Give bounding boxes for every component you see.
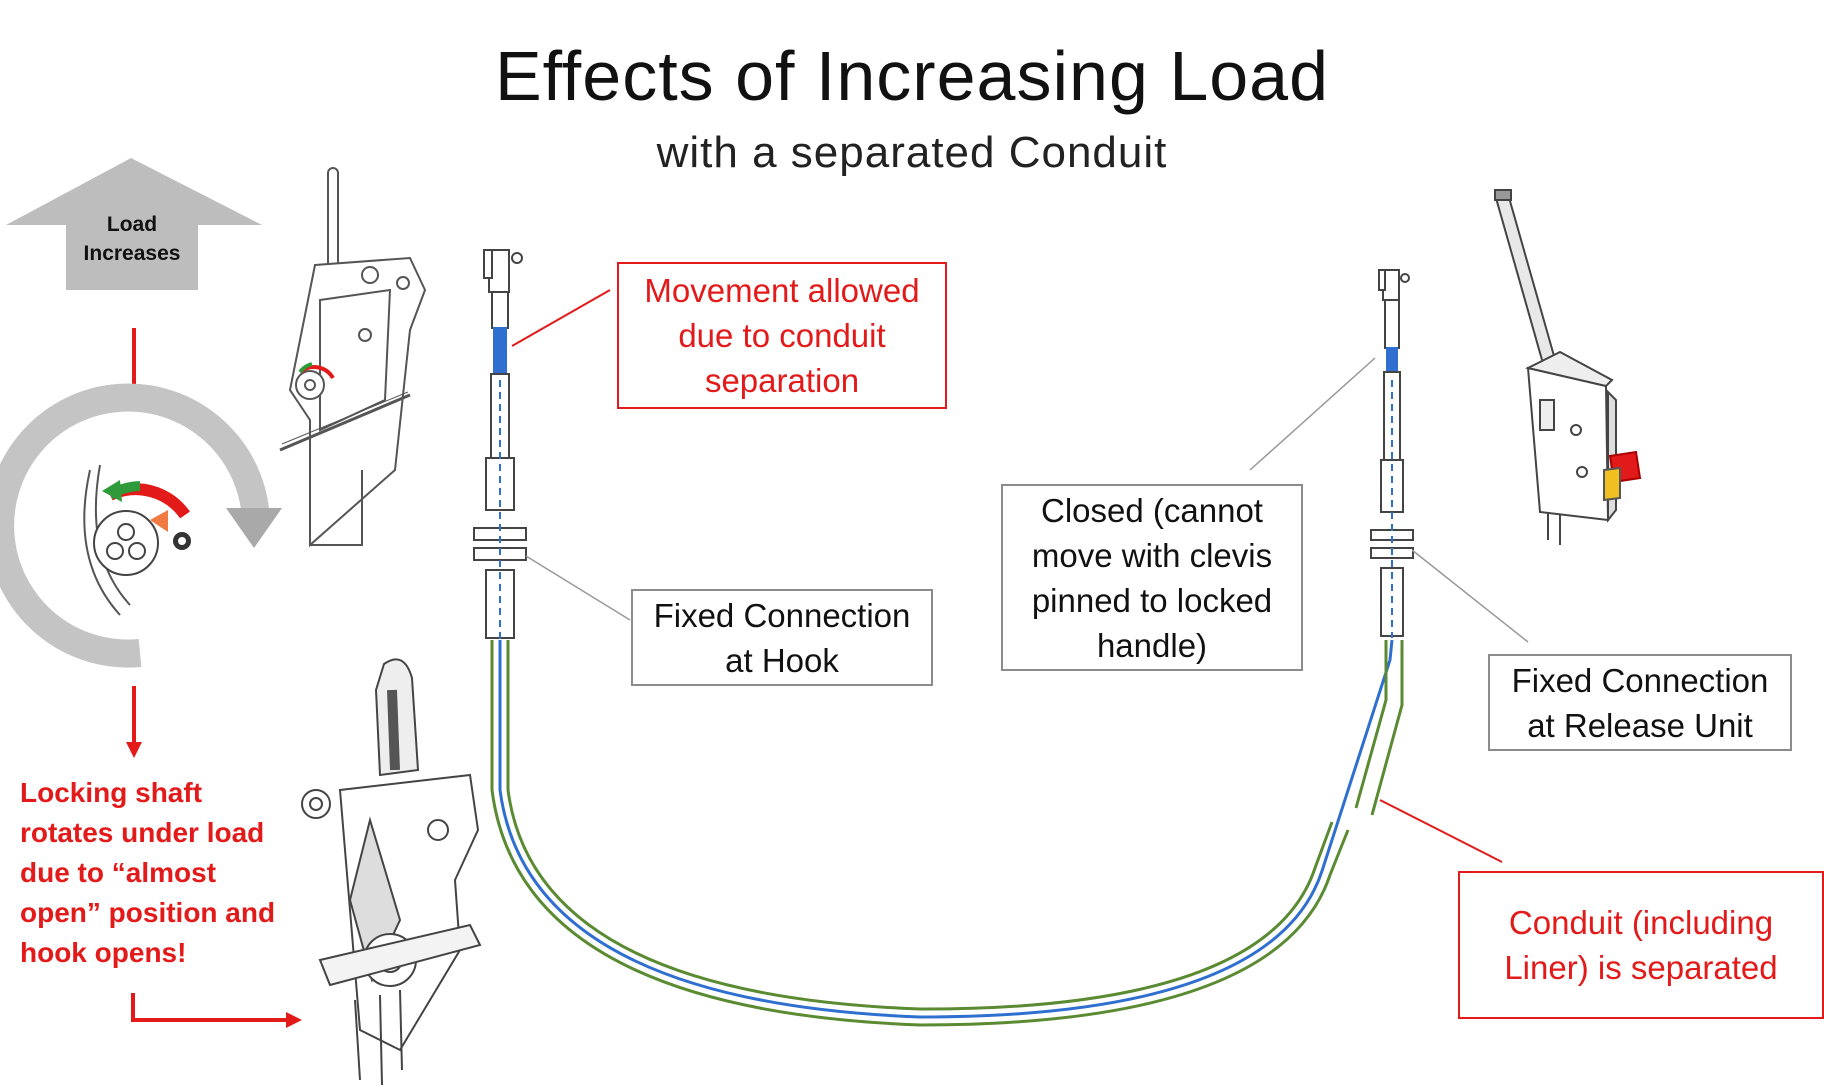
cable-clevis bbox=[473, 249, 527, 640]
callout-line: pinned to locked bbox=[1031, 581, 1273, 619]
callout-line: Fixed Connection bbox=[1511, 661, 1769, 699]
hook-assembly-drawing bbox=[279, 167, 427, 548]
rotation-arrow bbox=[226, 508, 282, 548]
right-arrow-icon bbox=[131, 993, 302, 1028]
page-title: Effects of Increasing Load bbox=[494, 37, 1330, 115]
rotation-detail bbox=[0, 383, 282, 668]
callout-line: due to conduit bbox=[678, 317, 886, 354]
callout-line: Conduit (including bbox=[1508, 904, 1774, 941]
note-line: due to “almost bbox=[20, 857, 217, 888]
callout-line: Movement allowed bbox=[644, 272, 920, 309]
callout-line: separation bbox=[704, 362, 860, 399]
callout-line: move with clevis bbox=[1031, 536, 1273, 574]
load-label-line: Increases bbox=[83, 242, 181, 265]
open-hook-drawing bbox=[301, 658, 482, 1086]
callout-line: at Hook bbox=[725, 641, 839, 679]
conduit-callout: Conduit (including Liner) is separated bbox=[1458, 871, 1824, 1019]
load-increase-arrow bbox=[6, 158, 262, 290]
movement-callout: Movement allowed due to conduit separati… bbox=[617, 262, 947, 409]
load-label-line: Load bbox=[106, 213, 158, 236]
cable-clevis bbox=[1370, 269, 1414, 638]
callout-line: Closed (cannot bbox=[1041, 491, 1263, 529]
callout-line: Fixed Connection bbox=[653, 596, 911, 634]
fixed-hook-callout: Fixed Connection at Hook bbox=[631, 589, 933, 686]
callout-line: Liner) is separated bbox=[1504, 949, 1778, 986]
leader-lines bbox=[511, 289, 1529, 863]
callout-line: handle) bbox=[1096, 626, 1208, 664]
conduit-cable bbox=[490, 639, 1404, 1027]
locking-shaft-note: Locking shaft rotates under load due to … bbox=[20, 773, 300, 973]
note-line: open” position and bbox=[20, 897, 276, 928]
note-line: rotates under load bbox=[20, 817, 265, 848]
page-subtitle: with a separated Conduit bbox=[656, 128, 1168, 177]
note-line: Locking shaft bbox=[20, 777, 203, 808]
fixed-release-callout: Fixed Connection at Release Unit bbox=[1488, 654, 1792, 751]
closed-callout: Closed (cannot move with clevis pinned t… bbox=[1001, 484, 1303, 671]
note-line: hook opens! bbox=[20, 937, 187, 968]
release-unit-drawing bbox=[1494, 189, 1642, 545]
load-increase-label: Load Increases bbox=[66, 210, 198, 268]
down-arrow-icon bbox=[126, 686, 142, 758]
callout-line: at Release Unit bbox=[1527, 706, 1753, 744]
